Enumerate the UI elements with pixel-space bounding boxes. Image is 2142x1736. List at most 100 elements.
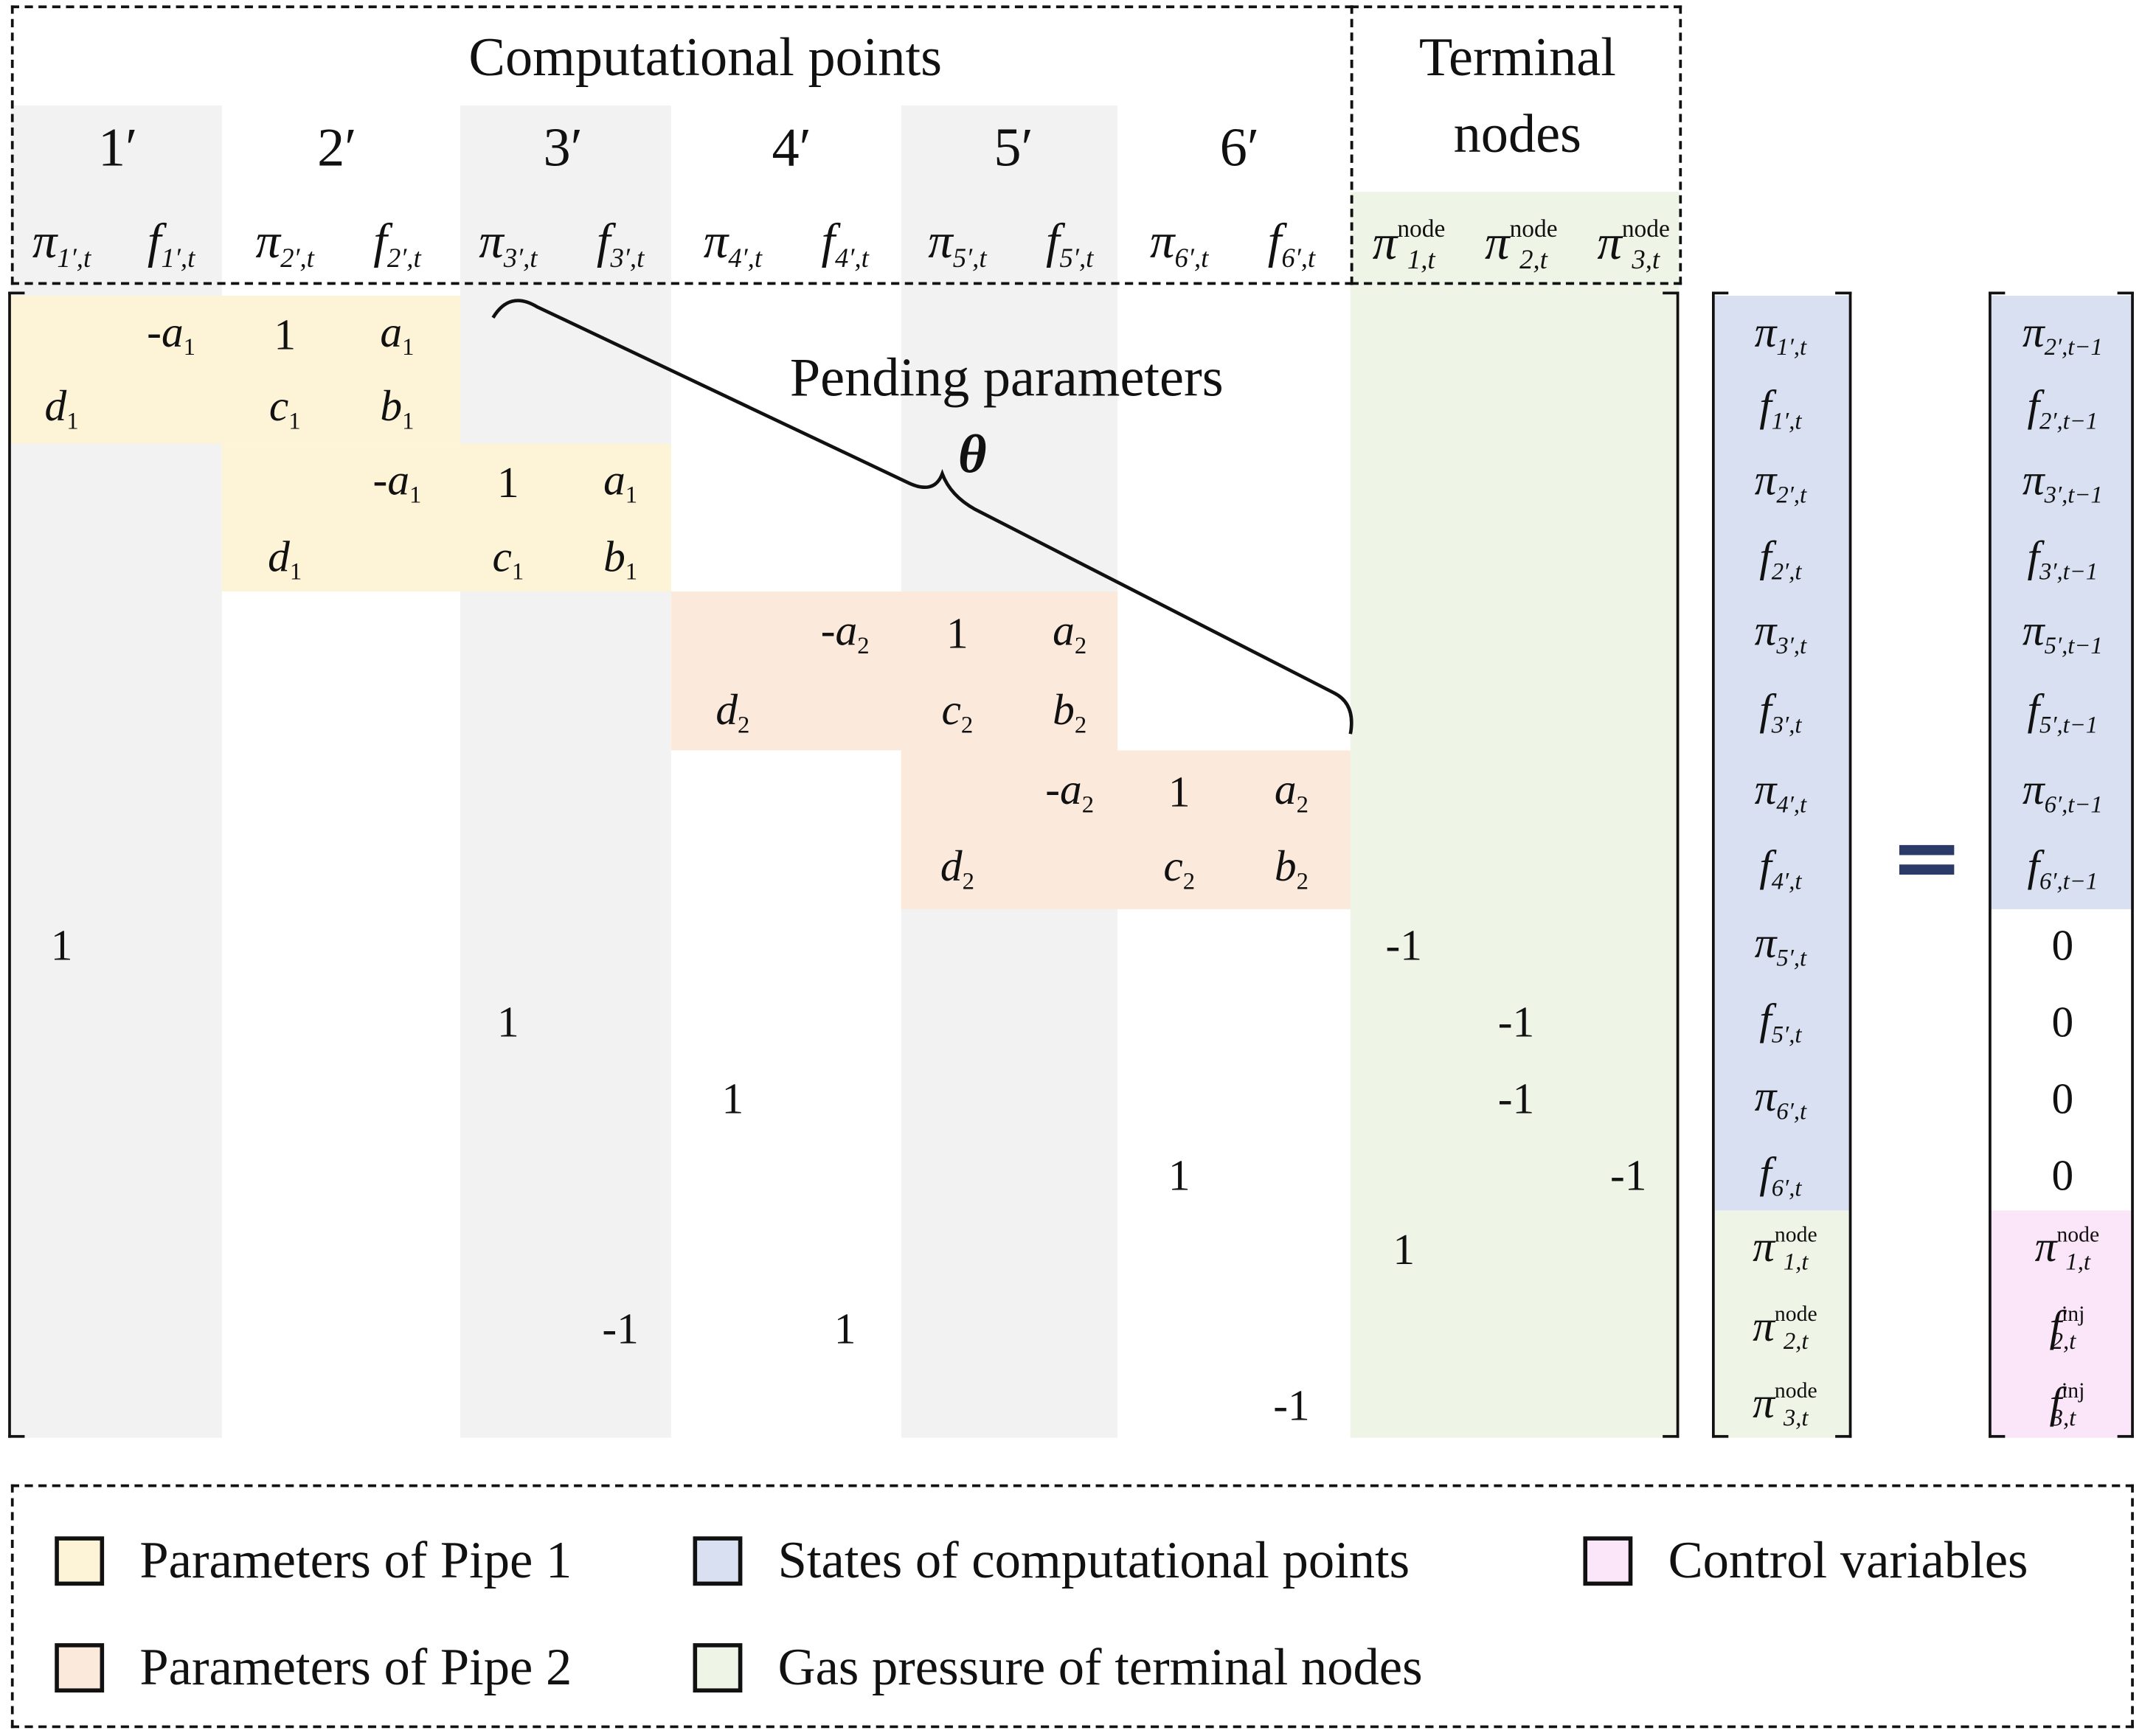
legend-box xyxy=(10,1484,2134,1729)
point-label-1: 1′ xyxy=(97,116,138,178)
matrix-entry: b1 xyxy=(603,531,638,585)
matrix-entry: -1 xyxy=(1497,996,1535,1046)
column-symbol-8: π5′,t xyxy=(928,213,987,274)
matrix-entry: -1 xyxy=(1385,919,1422,969)
matrix-entry: -1 xyxy=(602,1302,639,1353)
rhs-vector-entry: π3′,t−1 xyxy=(2022,454,2103,509)
matrix-entry: b1 xyxy=(380,381,415,434)
legend-item: Parameters of Pipe 1 xyxy=(55,1531,572,1591)
column-symbol-4: π3′,t xyxy=(479,213,538,274)
state-vector-entry: πnode1,t xyxy=(1753,1221,1817,1275)
rhs-vector-right-bracket xyxy=(2117,291,2134,1438)
rhs-vector-entry: 0 xyxy=(2051,996,2074,1046)
legend-label: Control variables xyxy=(1668,1532,2028,1590)
column-symbol-3: f2′,t xyxy=(373,213,421,274)
matrix-entry: 1 xyxy=(833,1302,856,1353)
matrix-entry: a2 xyxy=(1053,605,1087,659)
matrix-entry: 1 xyxy=(1168,765,1190,816)
terminal-nodes-title-line2: nodes xyxy=(1453,103,1581,164)
point-label-6: 6′ xyxy=(1219,116,1260,178)
state-vector-entry: f3′,t xyxy=(1759,684,1802,738)
rhs-vector-left-bracket xyxy=(1989,291,2006,1438)
rhs-vector-entry: 0 xyxy=(2051,1149,2074,1199)
legend-label: States of computational points xyxy=(777,1532,1410,1590)
column-symbol-11: f6′,t xyxy=(1267,213,1316,274)
matrix-entry: -a1 xyxy=(372,454,422,509)
column-symbol-10: π6′,t xyxy=(1150,213,1209,274)
legend-swatch xyxy=(693,1643,743,1693)
matrix-entry: 1 xyxy=(497,456,519,507)
column-symbol-0: π1′,t xyxy=(32,213,91,274)
rhs-vector-entry: f3′,t−1 xyxy=(2027,531,2098,585)
terminal-nodes-title-line1: Terminal xyxy=(1418,26,1616,88)
state-vector-entry: πnode3,t xyxy=(1753,1377,1817,1431)
legend-item: Control variables xyxy=(1583,1531,2028,1591)
legend-label: Parameters of Pipe 2 xyxy=(139,1639,572,1697)
state-vector-right-bracket xyxy=(1835,291,1852,1438)
point-label-3: 3′ xyxy=(543,116,583,178)
matrix-entry: c2 xyxy=(1163,840,1196,895)
pipe1-block-b xyxy=(221,443,671,592)
column-symbol-9: f5′,t xyxy=(1045,213,1094,274)
matrix-entry: b2 xyxy=(1274,840,1309,895)
state-vector-entry: f1′,t xyxy=(1759,381,1802,434)
rhs-vector-entry: f6′,t−1 xyxy=(2027,840,2098,895)
rhs-vector-entry: 0 xyxy=(2051,1072,2074,1122)
matrix-entry: 1 xyxy=(50,919,73,969)
legend-swatch xyxy=(55,1643,105,1693)
state-vector-left-bracket xyxy=(1712,291,1729,1438)
matrix-entry: c1 xyxy=(268,381,301,434)
column-symbol-12: πnode1,t xyxy=(1372,215,1446,276)
rhs-vector-entry: 0 xyxy=(2051,919,2074,969)
legend-swatch xyxy=(55,1536,105,1586)
matrix-entry: -a2 xyxy=(1045,763,1095,818)
legend-swatch xyxy=(693,1536,743,1586)
terminal-band xyxy=(1350,191,1680,1438)
matrix-entry: d1 xyxy=(268,531,302,585)
column-symbol-7: f4′,t xyxy=(821,213,869,274)
legend-label: Gas pressure of terminal nodes xyxy=(777,1639,1423,1697)
matrix-entry: 1 xyxy=(274,308,297,358)
matrix-entry: a1 xyxy=(380,306,415,361)
column-symbol-5: f3′,t xyxy=(596,213,645,274)
rhs-vector-entry: π6′,t−1 xyxy=(2022,763,2103,818)
matrix-entry: 1 xyxy=(497,996,519,1046)
computational-points-title: Computational points xyxy=(468,26,943,88)
state-vector-entry: π6′,t xyxy=(1754,1070,1807,1125)
state-vector-entry: f4′,t xyxy=(1759,840,1802,895)
legend-item: States of computational points xyxy=(693,1531,1410,1591)
matrix-entry: -1 xyxy=(1497,1072,1535,1122)
state-vector-blue xyxy=(1714,296,1849,1211)
matrix-entry: 1 xyxy=(721,1072,744,1122)
equals-sign: = xyxy=(1890,808,1964,909)
theta-symbol: θ xyxy=(958,423,987,485)
matrix-left-bracket xyxy=(8,291,25,1438)
matrix-entry: a2 xyxy=(1274,763,1309,818)
legend-swatch xyxy=(1583,1536,1633,1586)
rhs-vector-entry: π2′,t−1 xyxy=(2022,306,2103,361)
column-symbol-1: f1′,t xyxy=(147,213,195,274)
matrix-entry: 1 xyxy=(1168,1149,1190,1199)
state-vector-entry: π2′,t xyxy=(1754,454,1807,509)
rhs-vector-entry: finj2,t xyxy=(2049,1300,2085,1355)
pipe2-block-b xyxy=(901,750,1351,909)
matrix-entry: -a2 xyxy=(820,605,870,659)
matrix-entry: c1 xyxy=(492,531,524,585)
state-vector-green xyxy=(1714,1210,1849,1438)
point-label-4: 4′ xyxy=(772,116,811,178)
pipe1-block-a xyxy=(10,296,460,444)
state-vector-entry: f2′,t xyxy=(1759,531,1802,585)
rhs-vector-entry: f2′,t−1 xyxy=(2027,381,2098,434)
rhs-vector-blue xyxy=(1991,296,2134,909)
state-vector-entry: π4′,t xyxy=(1754,763,1807,818)
rhs-vector-entry: π5′,t−1 xyxy=(2022,605,2103,659)
rhs-vector-entry: f5′,t−1 xyxy=(2027,684,2098,738)
matrix-entry: d1 xyxy=(44,381,79,434)
state-vector-entry: f6′,t xyxy=(1759,1147,1802,1201)
matrix-entry: c2 xyxy=(941,684,974,738)
column-symbol-13: πnode2,t xyxy=(1485,215,1558,276)
pipe2-block-a xyxy=(670,591,1118,751)
column-band-3 xyxy=(460,105,671,1438)
